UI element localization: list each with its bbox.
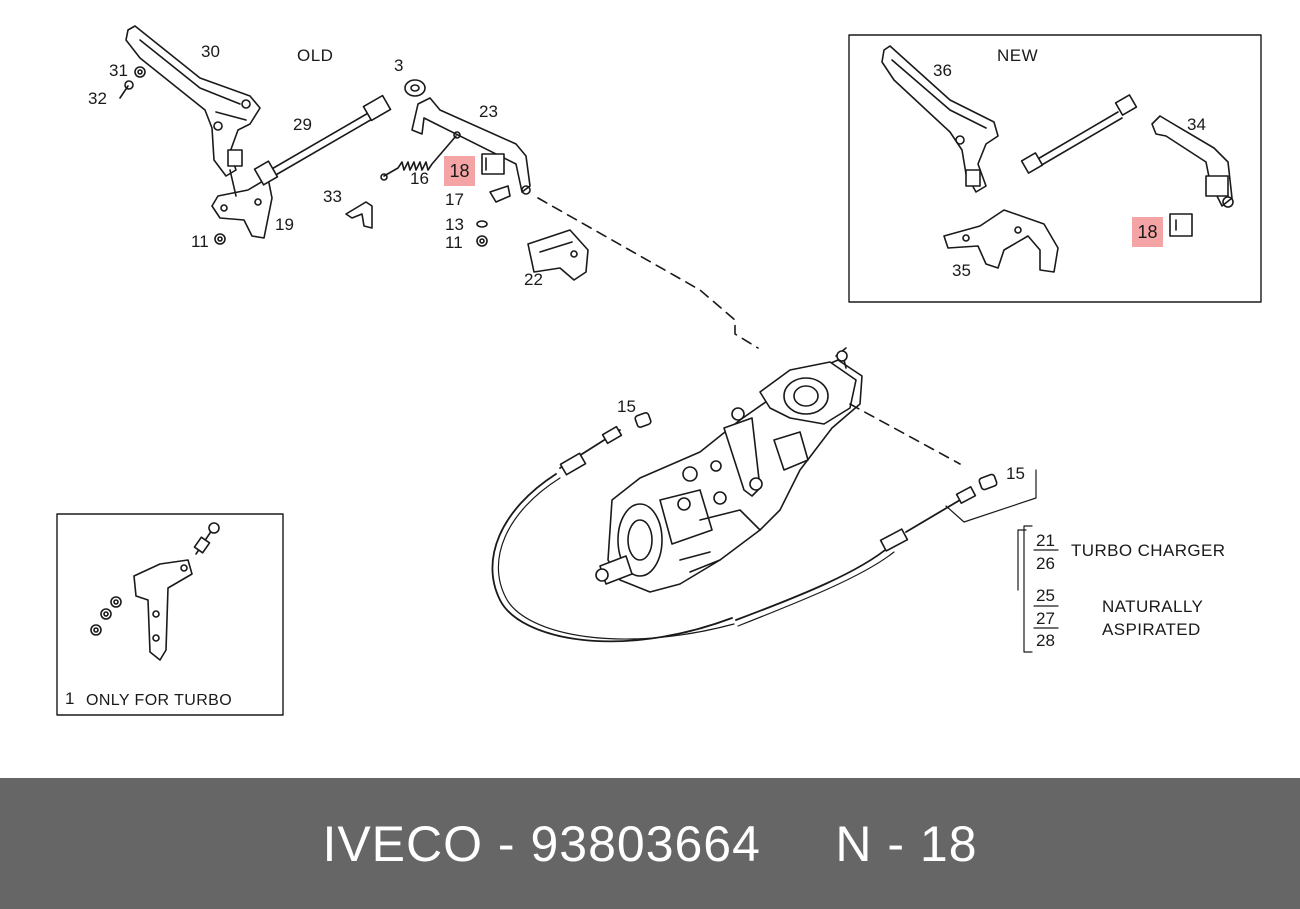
callout-22: 22 <box>524 270 543 289</box>
clip-17 <box>489 185 511 203</box>
legend-turbo-charger: TURBO CHARGER <box>1071 541 1226 560</box>
washer-13 <box>476 220 488 228</box>
turbo-only-box <box>56 513 284 716</box>
bracket-19 <box>211 169 273 239</box>
legend-num-21: 21 <box>1036 531 1055 550</box>
block-18-old <box>481 153 505 175</box>
throttle-cable <box>491 425 977 643</box>
new-variant-box <box>848 34 1262 303</box>
bush-15-left <box>634 412 652 428</box>
callout-34: 34 <box>1187 115 1206 134</box>
spring-16 <box>380 131 461 181</box>
nut-11-left <box>214 233 226 245</box>
washer-31 <box>134 66 146 78</box>
turbo-bracket-1 <box>133 559 193 661</box>
legend-naturally: NATURALLY <box>1102 597 1204 616</box>
pedal-36 <box>881 45 999 193</box>
turbo-bolt <box>193 522 220 555</box>
bracket-33 <box>345 201 373 229</box>
callout-36: 36 <box>933 61 952 80</box>
callout-15-right: 15 <box>1006 464 1025 483</box>
callout-19: 19 <box>275 215 294 234</box>
bolt-32 <box>119 80 134 99</box>
callout-31: 31 <box>109 61 128 80</box>
turbo-callout-1: 1 <box>65 689 75 708</box>
callout-13: 13 <box>445 215 464 234</box>
old-title: OLD <box>297 46 334 65</box>
bush-3 <box>404 79 426 97</box>
callout-33: 33 <box>323 187 342 206</box>
callout-32: 32 <box>88 89 107 108</box>
callout-35: 35 <box>952 261 971 280</box>
callout-11-left: 11 <box>191 232 209 251</box>
legend-num-27: 27 <box>1036 609 1055 628</box>
footer-banner: IVECO - 93803664 N - 18 <box>0 778 1300 909</box>
legend-aspirated: ASPIRATED <box>1102 620 1201 639</box>
callout-30: 30 <box>201 42 220 61</box>
callout-18-highlight: 18 <box>444 156 475 186</box>
plate-22 <box>527 229 589 281</box>
rod-new <box>1020 94 1138 174</box>
legend-num-26: 26 <box>1036 554 1055 573</box>
callout-11-right: 11 <box>445 233 463 252</box>
lever-23 <box>411 97 531 195</box>
new-title: NEW <box>997 46 1039 65</box>
lever-34 <box>1151 115 1234 208</box>
injection-pump <box>595 347 863 593</box>
part-number-caption: IVECO - 93803664 N - 18 <box>322 815 978 872</box>
turbo-caption: ONLY FOR TURBO <box>86 692 233 709</box>
diagram-drawing <box>56 25 1262 716</box>
callout-29: 29 <box>293 115 312 134</box>
parts-diagram: OLD NEW 30 31 32 3 29 23 16 18 17 13 11 … <box>56 25 1262 716</box>
pedal-30 <box>125 25 261 177</box>
legend-num-25: 25 <box>1036 586 1055 605</box>
callout-15-left: 15 <box>617 397 636 416</box>
bush-15-right <box>978 473 998 491</box>
callout-16: 16 <box>410 169 429 188</box>
callout-18-new-highlight: 18 <box>1132 217 1163 247</box>
rod-29 <box>253 94 392 186</box>
callout-17: 17 <box>445 190 464 209</box>
nut-11 <box>476 235 488 247</box>
block-18-new <box>1169 213 1193 237</box>
bracket-35 <box>943 209 1059 273</box>
turbo-washers <box>90 596 122 636</box>
legend-num-28: 28 <box>1036 631 1055 650</box>
callout-3: 3 <box>394 56 404 75</box>
callout-23: 23 <box>479 102 498 121</box>
